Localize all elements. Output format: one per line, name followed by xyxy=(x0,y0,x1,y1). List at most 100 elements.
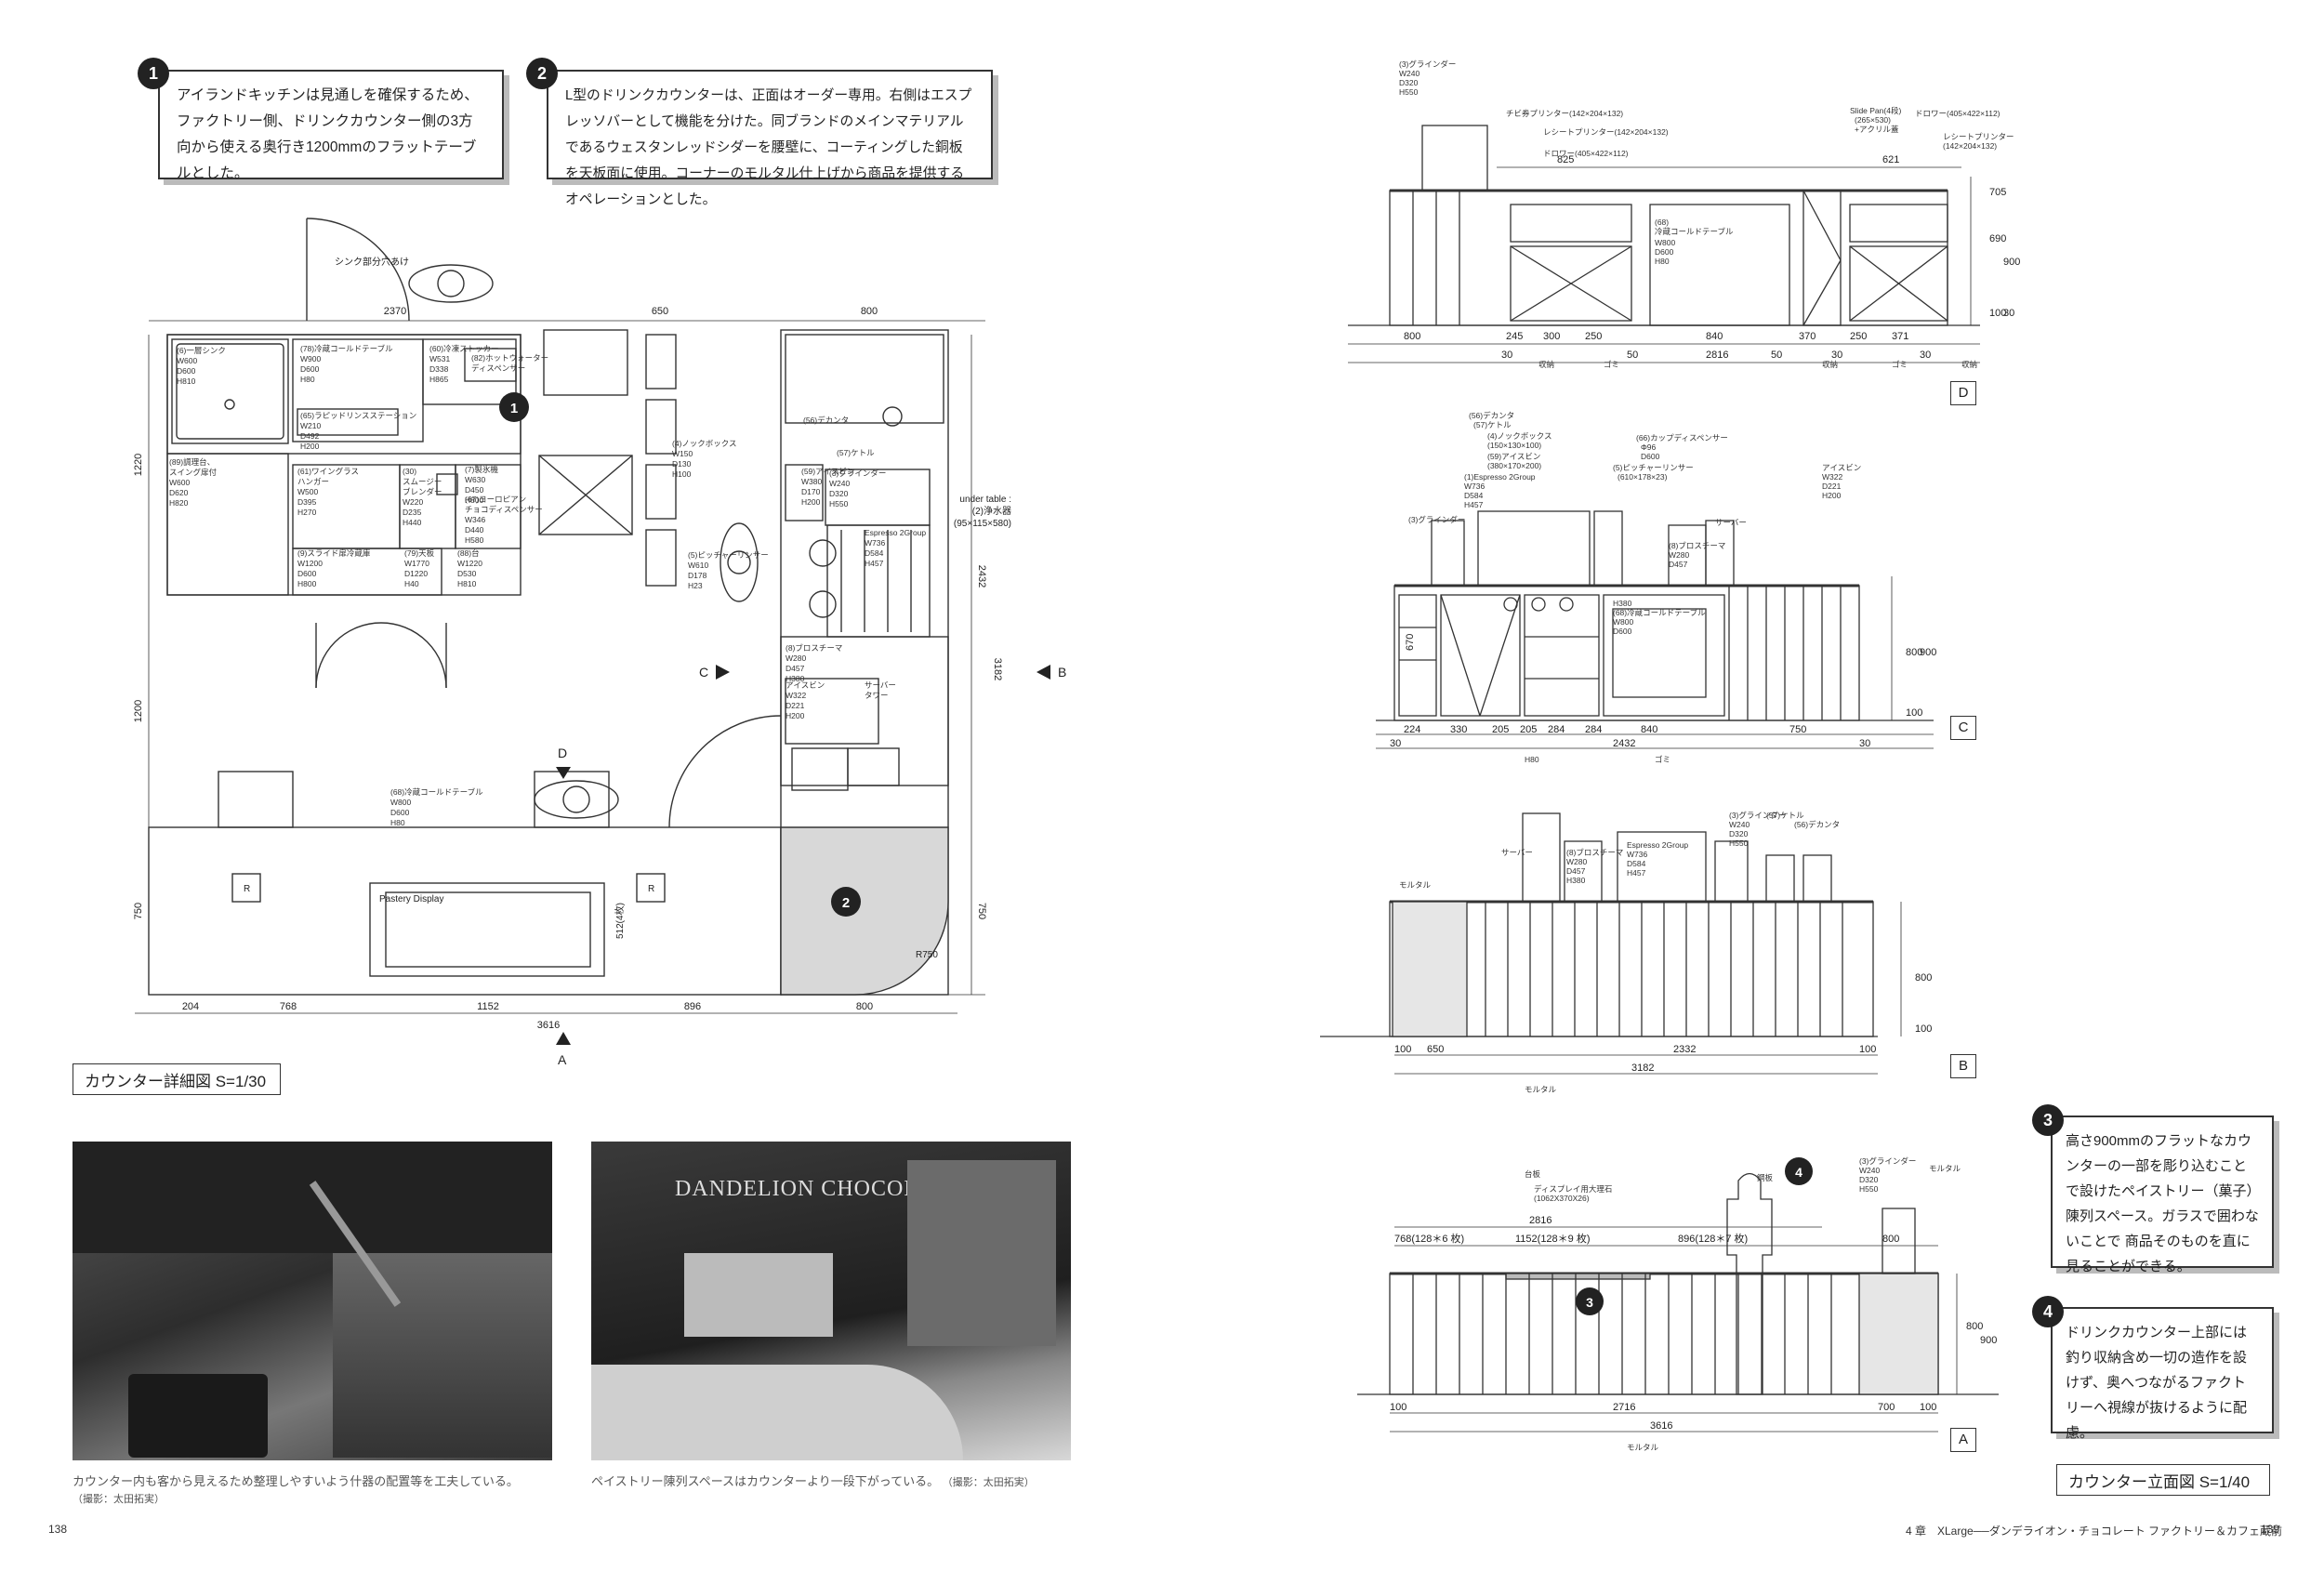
elev-a-label-9: モルタル xyxy=(1627,1443,1659,1452)
elev-c-label-14: (610×178×23) xyxy=(1618,472,1668,482)
elev-c-label-27: D600 xyxy=(1613,627,1632,636)
elev-d-right-3: 900 xyxy=(2003,257,2020,268)
equip-label-19-1: W610 xyxy=(688,561,708,570)
equip-label-6-0: (61)ワイングラス xyxy=(297,467,359,476)
plan-top-dim-3: 800 xyxy=(861,306,878,317)
equip-label-13-2: D130 xyxy=(672,459,692,469)
equip-label-5-3: D620 xyxy=(169,488,189,497)
equip-label-0-0: (6)一層シンク xyxy=(177,346,226,355)
elev-a-dim-1: 100 xyxy=(1390,1402,1406,1413)
elev-d-right-5: 30 xyxy=(2003,308,2014,319)
elev-a-label-5: W240 xyxy=(1859,1166,1880,1175)
equip-label-23-3: H80 xyxy=(390,818,405,827)
plan-bottom-dim-3: 1152 xyxy=(477,1001,499,1012)
callout-2: L型のドリンクカウンターは、正面はオーダー専用。右側はエスプレッソバーとして機能… xyxy=(547,70,993,207)
elev-d-dim-8: 370 xyxy=(1799,331,1816,342)
equip-label-17-2: D320 xyxy=(829,489,849,498)
elev-c-label-1: (57)ケトル xyxy=(1473,420,1512,429)
elev-d-dim-5: 50 xyxy=(1627,350,1638,361)
equip-label-23-0: (68)冷蔵コールドテーブル xyxy=(390,787,483,797)
elev-c-label-19: サーバー xyxy=(1715,518,1747,527)
elev-a-label-0: 台板 xyxy=(1525,1169,1541,1179)
plan-dim-512: 512(4枚) xyxy=(614,903,626,939)
plan-marker-1-circle xyxy=(499,392,529,422)
equip-label-16-0: (59)アイスビン xyxy=(801,467,854,476)
plan-view-a: A xyxy=(558,1052,567,1067)
elev-c-dim-4: 205 xyxy=(1520,724,1537,735)
equip-label-22-1: タワー xyxy=(865,691,889,700)
equip-label-10-3: H800 xyxy=(297,579,317,588)
equip-label-8-3: H800 xyxy=(465,495,484,505)
elev-c-label-16: W322 xyxy=(1822,472,1842,482)
plan-right-dim-1: 2432 xyxy=(976,565,987,587)
equip-label-23-1: W800 xyxy=(390,798,411,807)
elev-c-right-4: 100 xyxy=(1906,707,1922,719)
equip-label-14-0: (56)デカンタ xyxy=(803,416,849,425)
elev-b-label-11: W240 xyxy=(1729,820,1750,829)
callout-3: 高さ900mmのフラットなカウンターの一部を彫り込むことで設けたペイストリー（菓… xyxy=(2051,1116,2274,1274)
equip-label-8-2: D450 xyxy=(465,485,484,495)
elev-c-dim-8: 750 xyxy=(1789,724,1806,735)
elev-c-dim-3: 205 xyxy=(1492,724,1509,735)
elev-c-label-18: H200 xyxy=(1822,491,1842,500)
equip-label-10-2: D600 xyxy=(297,569,317,578)
equip-label-17-0: (3)グラインダー xyxy=(829,469,886,478)
equip-label-7-4: D235 xyxy=(403,508,422,517)
elev-a-label-4: (3)グラインダー xyxy=(1859,1156,1916,1166)
elev-b-dim-3: 2332 xyxy=(1673,1044,1696,1055)
view-b-arrow xyxy=(1037,665,1050,680)
elev-c-label-25: (68)冷蔵コールドテーブル xyxy=(1613,608,1706,617)
photo-caption-1-text: カウンター内も客から見えるため整理しやすいよう什器の配置等を工夫している。 xyxy=(73,1474,519,1488)
plan-sink-note: シンク部分穴あけ xyxy=(335,256,409,268)
callout-1-number: 1 xyxy=(138,58,169,89)
equip-label-5-4: H820 xyxy=(169,498,189,508)
elev-d-dim-2: 245 xyxy=(1506,331,1523,342)
photo-credit-1: （撮影：太田拓実） xyxy=(73,1494,165,1505)
page-number-right: 139 xyxy=(2261,1523,2280,1536)
equip-label-20-1: W280 xyxy=(786,653,806,663)
elev-d-label-12: (142×204×132) xyxy=(1943,141,1997,151)
elev-c-dim-1: 224 xyxy=(1404,724,1420,735)
equip-label-1-1: W900 xyxy=(300,354,321,363)
elevation-b-letter: B xyxy=(1950,1054,1976,1078)
equip-label-21-3: H200 xyxy=(786,711,805,720)
elev-d-label-14: 冷蔵コールドテーブル xyxy=(1655,227,1734,236)
elev-d-right-2: 690 xyxy=(1989,233,2006,244)
photo-pastry: DANDELION CHOCOLATE xyxy=(591,1142,1071,1460)
plan-view-d: D xyxy=(558,746,567,760)
plan-r-mark-1: R xyxy=(244,884,250,894)
equip-label-18-0: Espresso 2Group xyxy=(865,528,926,537)
plan-bottom-dim-4: 896 xyxy=(684,1001,701,1012)
elev-c-label-20: (3)グラインダー xyxy=(1408,515,1465,524)
elev-d-label-18: 収納 xyxy=(1538,360,1554,369)
equip-label-9-4: H580 xyxy=(465,535,484,545)
elev-c-label-21: (8)ブロスチーマ xyxy=(1669,541,1725,550)
elev-c-label-9: H457 xyxy=(1464,500,1484,509)
elev-c-dim-2: 330 xyxy=(1450,724,1467,735)
equip-label-21-1: W322 xyxy=(786,691,806,700)
elev-d-label-5: レシートプリンター(142×204×132) xyxy=(1543,127,1669,137)
photo-kitchen xyxy=(73,1142,552,1460)
elev-c-label-8: D584 xyxy=(1464,491,1484,500)
plan-top-dim-1: 2370 xyxy=(384,306,406,317)
equip-label-0-3: H810 xyxy=(177,376,196,386)
equip-label-9-3: D440 xyxy=(465,525,484,535)
equip-label-20-2: D457 xyxy=(786,664,805,673)
elev-c-label-0: (56)デカンタ xyxy=(1469,411,1514,420)
elev-d-right-4: 100 xyxy=(1989,308,2006,319)
plan-right-dim-3: 750 xyxy=(976,903,987,919)
elev-a-top-2: 768(128＊6 枚) xyxy=(1394,1232,1464,1245)
elev-a-dim-4: 100 xyxy=(1920,1402,1936,1413)
plan-total-width: 3616 xyxy=(537,1020,560,1031)
plan-under-table-2: (2)浄水器 xyxy=(972,505,1011,517)
elev-b-dim-4: 100 xyxy=(1859,1044,1876,1055)
elev-d-label-10: ドロワー(405×422×112) xyxy=(1915,109,2000,118)
elev-d-label-2: D320 xyxy=(1399,78,1419,87)
elevation-d: 800 245 300 250 50 840 50 370 250 371 30… xyxy=(1348,59,2020,369)
elev-a-top-4: 896(128＊7 枚) xyxy=(1678,1232,1748,1245)
equip-label-16-1: W380 xyxy=(801,477,822,486)
equip-label-11-1: W1770 xyxy=(404,559,429,568)
elev-d-top-2: 621 xyxy=(1882,154,1899,165)
elev-a-top-3: 1152(128＊9 枚) xyxy=(1515,1232,1591,1245)
